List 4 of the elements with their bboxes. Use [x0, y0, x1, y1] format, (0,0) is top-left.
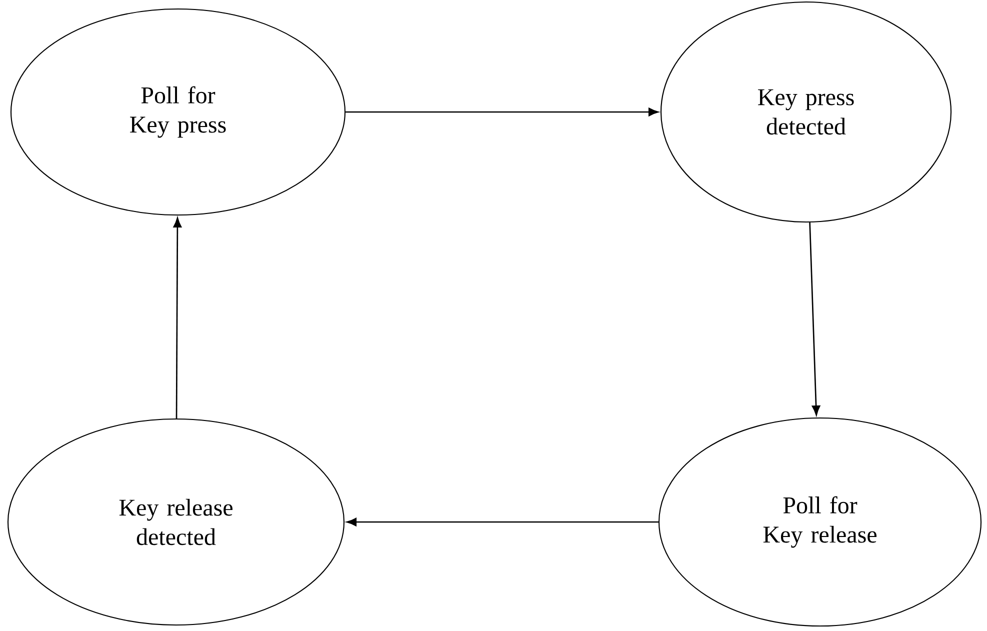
arrow	[173, 218, 182, 418]
arrow	[346, 108, 658, 116]
arrow	[809, 222, 820, 416]
arrow	[346, 518, 658, 526]
